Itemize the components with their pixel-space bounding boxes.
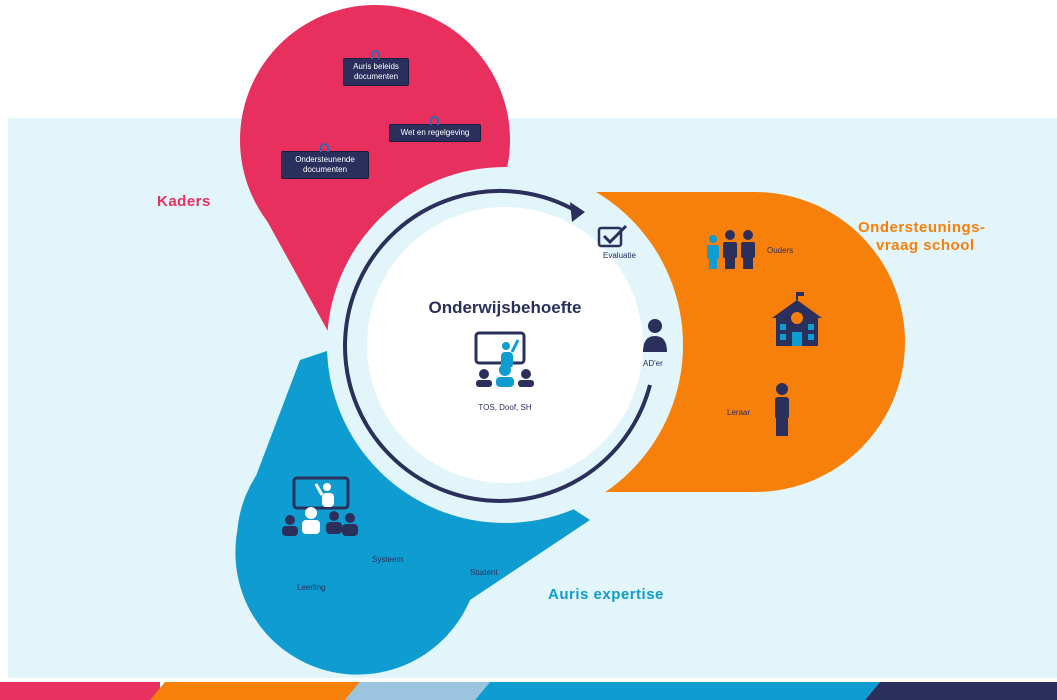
ondersteuning-label-line2: vraag school (876, 237, 975, 254)
tag-wet-regelgeving: Wet en regelgeving (389, 116, 481, 142)
tag-auris-beleids: Auris beleids documenten (343, 50, 409, 86)
tag-auris-beleids-label: Auris beleids documenten (353, 62, 399, 81)
tag-wet-regelgeving-label: Wet en regelgeving (400, 128, 470, 137)
arrow-head (570, 202, 585, 222)
evaluatie-label: Evaluatie (603, 251, 636, 260)
evaluation-checkbox-icon (597, 224, 628, 248)
ondersteuning-label: Ondersteunings- vraag school (858, 219, 1026, 255)
classroom-icon (474, 331, 534, 387)
teacher-person-icon (775, 383, 789, 436)
cycle-arrow (343, 188, 652, 503)
kaders-label: Kaders (157, 193, 211, 210)
tag-ondersteunende-label: Ondersteunende documenten (295, 155, 355, 174)
adder-person-icon (643, 319, 667, 352)
adder-label: AD'er (643, 359, 663, 368)
student-label: Student (470, 568, 498, 577)
center-title: Onderwijsbehoefte (428, 298, 581, 317)
center-subtitle: TOS, Doof, SH (478, 403, 531, 412)
tag-ondersteunende: Ondersteunende documenten (281, 143, 369, 179)
ondersteuning-label-line1: Ondersteunings- (858, 219, 986, 236)
pin-icon (430, 116, 439, 125)
ouders-label: Ouders (767, 246, 794, 255)
expertise-classroom-icon (282, 476, 358, 536)
parents-icon (707, 230, 755, 269)
pin-icon (320, 143, 329, 152)
leraar-label: Leraar (727, 408, 751, 417)
systeem-label: Systeem (372, 555, 404, 564)
school-building-icon (772, 292, 822, 346)
leerling-label: Leerling (297, 583, 326, 592)
expertise-label: Auris expertise (548, 586, 664, 603)
pin-icon (371, 50, 380, 59)
bottom-strip (0, 682, 1057, 700)
